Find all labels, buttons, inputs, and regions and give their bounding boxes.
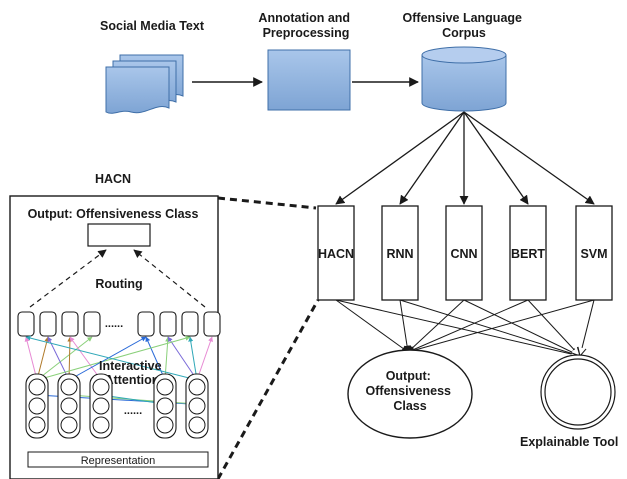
model-to-output-arrows xyxy=(335,299,595,356)
capsule-5 xyxy=(137,311,155,337)
stack-5-node-2 xyxy=(188,397,206,415)
arrow-rnn-to-explainable-tool xyxy=(399,299,580,356)
capsule-8 xyxy=(203,311,221,337)
attention-arrow-6 xyxy=(69,336,102,381)
attention-label-line1: Interactive xyxy=(99,359,162,373)
arrow-corpus-to-hacn xyxy=(335,111,465,205)
attention-arrow-13 xyxy=(68,336,147,381)
capsule-4 xyxy=(83,311,101,337)
model-box-hacn xyxy=(317,205,355,301)
attention-arrow-1 xyxy=(24,336,38,381)
stack-3-node-2 xyxy=(92,397,110,415)
capsule-1 xyxy=(17,311,35,337)
arrow-svm-to-explainable-tool xyxy=(580,299,595,356)
attention-arrow-14 xyxy=(25,335,198,381)
arrow-hacn-to-explainable-tool xyxy=(335,299,580,356)
interactive-attention-label: Interactive Attention xyxy=(99,359,165,387)
hacn-output-label: Output: Offensiveness Class xyxy=(28,207,199,221)
attention-arrow-7 xyxy=(145,336,166,381)
attention-arrow-11 xyxy=(196,336,213,381)
representation-label: Representation xyxy=(81,455,156,467)
corpus-to-model-arrows xyxy=(335,111,595,205)
arrow-bert-to-output xyxy=(407,299,529,353)
model-label-svm: SVM xyxy=(580,247,607,261)
stack-5-node-3 xyxy=(188,416,206,434)
stack-2-node-1 xyxy=(60,378,78,396)
arrow-svm-to-output xyxy=(407,299,595,354)
arrow-corpus-to-rnn xyxy=(399,111,465,205)
capsule-3 xyxy=(61,311,79,337)
stack-1-node-3 xyxy=(28,416,46,434)
arrow-cnn-to-output xyxy=(407,299,465,353)
corpus-label-line2: Corpus xyxy=(442,26,486,40)
model-label-rnn: RNN xyxy=(386,247,413,261)
corpus-label-line1: Offensive Language xyxy=(403,11,523,25)
zoom-line-top xyxy=(217,196,317,210)
attention-arrow-10 xyxy=(167,336,198,381)
model-label-cnn: CNN xyxy=(450,247,477,261)
word-vector-stacks xyxy=(25,373,209,439)
arrow-bert-to-explainable-tool xyxy=(527,299,580,356)
model-label-bert: BERT xyxy=(511,247,545,261)
annotation-label: Annotation and Preprocessing xyxy=(258,11,353,40)
arrow-corpus-to-svm xyxy=(463,111,595,205)
attention-arrow-9 xyxy=(188,336,198,381)
stack-1-node-1 xyxy=(28,378,46,396)
hacn-output-box xyxy=(87,223,151,247)
hacn-panel-title: HACN xyxy=(95,172,131,186)
stack-ellipsis: ...... xyxy=(124,405,142,417)
explainable-tool-inner-circle xyxy=(544,358,612,426)
capsule-2 xyxy=(39,311,57,337)
stack-5-node-1 xyxy=(188,378,206,396)
stack-4-node-2 xyxy=(156,397,174,415)
output-ellipse xyxy=(347,349,473,439)
annotation-label-line1: Annotation and xyxy=(258,11,350,25)
routing-arrow-left xyxy=(29,249,107,308)
corpus-database-icon xyxy=(421,46,507,112)
capsule-7 xyxy=(181,311,199,337)
attention-arrow-8 xyxy=(164,336,171,381)
output-label-line2: Offensiveness xyxy=(366,384,452,398)
arrow-corpus-to-bert xyxy=(463,111,529,205)
model-box-rnn xyxy=(381,205,419,301)
stack-4-node-1 xyxy=(156,378,174,396)
capsule-ellipsis: ...... xyxy=(105,318,123,330)
capsule-6 xyxy=(159,311,177,337)
arrow-cnn-to-explainable-tool xyxy=(463,299,580,356)
stack-3-node-1 xyxy=(92,378,110,396)
arrow-rnn-to-output xyxy=(399,299,411,353)
output-label: Output: Offensiveness Class xyxy=(366,369,455,413)
attention-arrow-4 xyxy=(47,336,70,381)
attention-arrow-5 xyxy=(67,336,73,381)
zoom-line-bottom xyxy=(216,299,320,479)
representation-bar xyxy=(27,451,209,468)
stack-2-node-3 xyxy=(60,416,78,434)
routing-label: Routing xyxy=(95,277,142,291)
arrow-hacn-to-output xyxy=(335,299,409,353)
social-media-documents-icon xyxy=(105,54,184,114)
model-boxes: HACN RNN CNN BERT SVM xyxy=(317,205,613,301)
stack-4-node-3 xyxy=(156,416,174,434)
annotation-label-line2: Preprocessing xyxy=(263,26,350,40)
stack-2-node-2 xyxy=(60,397,78,415)
output-label-line3: Class xyxy=(393,399,426,413)
capsule-row xyxy=(17,311,221,337)
attention-arrow-2 xyxy=(36,336,50,381)
model-box-cnn xyxy=(445,205,483,301)
social-media-label: Social Media Text xyxy=(100,19,205,33)
explainable-tool-label: Explainable Tool xyxy=(520,435,618,449)
output-label-line1: Output: xyxy=(386,369,431,383)
stack-3-node-3 xyxy=(92,416,110,434)
attention-label-line2: Attention xyxy=(105,373,160,387)
model-label-hacn: HACN xyxy=(318,247,354,261)
routing-arrow-right xyxy=(133,249,206,308)
attention-arrow-3 xyxy=(36,336,93,381)
corpus-label: Offensive Language Corpus xyxy=(403,11,526,40)
stack-1-node-2 xyxy=(28,397,46,415)
annotation-box xyxy=(267,49,351,111)
